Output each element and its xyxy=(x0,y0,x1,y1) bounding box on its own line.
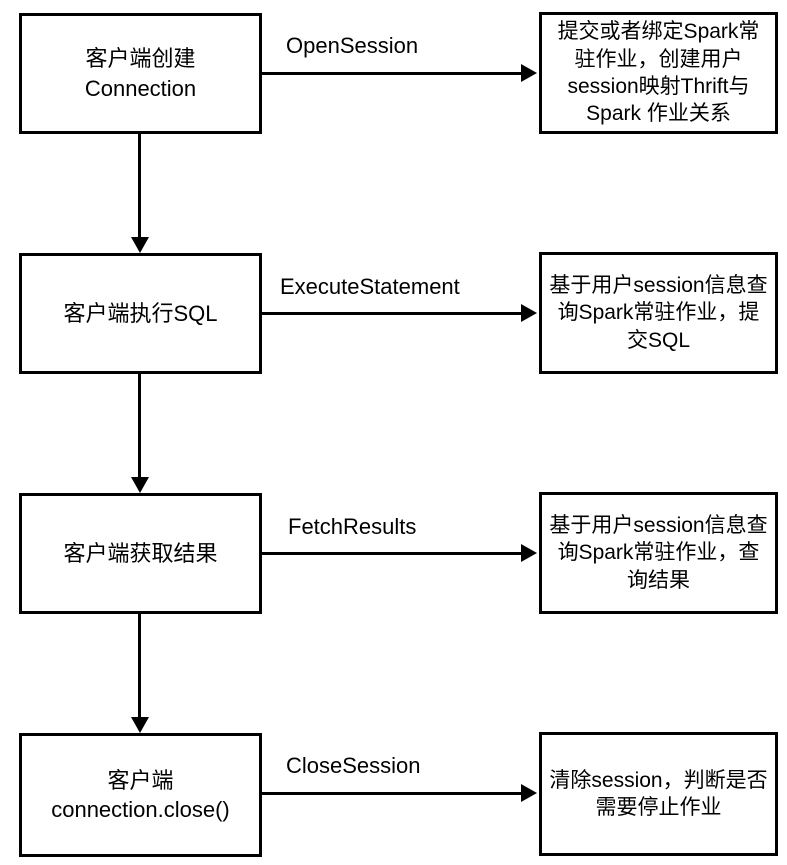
edge-label-fetch-results: FetchResults xyxy=(288,514,417,539)
client-node-open-session-label: 客户端创建 Connection xyxy=(84,46,197,101)
arrow-line-fetch-results xyxy=(262,552,522,555)
arrow-head-execute-statement xyxy=(521,304,537,322)
connector-line-execute-to-fetch xyxy=(138,374,141,478)
edge-label-execute-statement: ExecuteStatement xyxy=(280,274,460,299)
connector-head-execute-to-fetch xyxy=(131,477,149,493)
connector-head-open-to-execute xyxy=(131,237,149,253)
arrow-head-fetch-results xyxy=(521,544,537,562)
server-node-close-session[interactable]: 清除session，判断是否需要停止作业 xyxy=(539,732,778,856)
client-node-fetch-results-label: 客户端获取结果 xyxy=(63,540,218,566)
arrow-line-close-session xyxy=(262,792,522,795)
edge-label-open-session: OpenSession xyxy=(286,33,419,58)
connector-line-fetch-to-close xyxy=(138,614,141,718)
server-node-fetch-results[interactable]: 基于用户session信息查询Spark常驻作业，查询结果 xyxy=(539,492,778,614)
client-node-execute-statement-label: 客户端执行SQL xyxy=(63,300,218,326)
client-node-close-session[interactable]: 客户端 connection.close() xyxy=(19,733,262,857)
connector-line-open-to-execute xyxy=(138,134,141,238)
server-node-fetch-results-label: 基于用户session信息查询Spark常驻作业，查询结果 xyxy=(549,514,768,592)
arrow-line-execute-statement xyxy=(262,312,522,315)
client-node-fetch-results[interactable]: 客户端获取结果 xyxy=(19,493,262,614)
server-node-open-session[interactable]: 提交或者绑定Spark常驻作业，创建用户session映射Thrift与Spar… xyxy=(539,12,778,134)
edge-label-close-session: CloseSession xyxy=(286,753,421,778)
arrow-line-open-session xyxy=(262,72,522,75)
server-node-close-session-label: 清除session，判断是否需要停止作业 xyxy=(549,768,768,819)
connector-head-fetch-to-close xyxy=(131,717,149,733)
server-node-open-session-label: 提交或者绑定Spark常驻作业，创建用户session映射Thrift与Spar… xyxy=(557,20,760,126)
server-node-execute-statement[interactable]: 基于用户session信息查询Spark常驻作业，提交SQL xyxy=(539,252,778,374)
arrow-head-open-session xyxy=(521,64,537,82)
client-node-open-session[interactable]: 客户端创建 Connection xyxy=(19,13,262,134)
client-node-execute-statement[interactable]: 客户端执行SQL xyxy=(19,253,262,374)
arrow-head-close-session xyxy=(521,784,537,802)
client-node-close-session-label: 客户端 connection.close() xyxy=(51,767,230,822)
server-node-execute-statement-label: 基于用户session信息查询Spark常驻作业，提交SQL xyxy=(549,274,768,352)
